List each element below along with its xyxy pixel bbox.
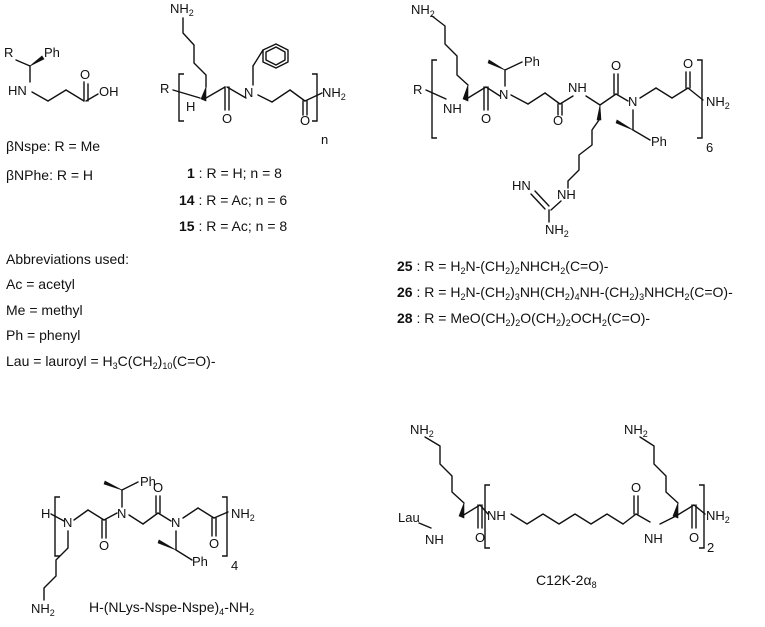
atom-R-mid: R	[160, 81, 169, 96]
atom-H-bl: H	[41, 506, 50, 521]
atom-O: O	[80, 67, 90, 82]
atom-O-c1: O	[475, 530, 485, 545]
abbrev-ac: Ac = acetyl	[6, 276, 75, 292]
compound-28: 28 : R = MeO(CH2)2O(CH2)2OCH2(C=O)-	[397, 310, 650, 328]
subscript-4: 4	[231, 558, 238, 573]
atom-NH-r1: NH	[443, 101, 462, 116]
atom-NH2-guan: NH2	[545, 222, 569, 239]
atom-NH2-bl: NH2	[31, 601, 55, 618]
atom-Ph-bl2: Ph	[192, 554, 208, 569]
atom-R: R	[4, 45, 13, 60]
abbrev-title: Abbreviations used:	[6, 251, 129, 267]
atom-NH-c2: NH	[487, 508, 506, 523]
atom-O-bl1: O	[99, 538, 109, 553]
atom-O-r3: O	[611, 58, 621, 73]
subscript-6: 6	[706, 140, 713, 155]
atom-NH2-r-top: NH2	[411, 2, 435, 19]
atom-HN: HN	[8, 83, 27, 98]
compound-list-left: 1 : R = H; n = 8 14 : R = Ac; n = 6 15 :…	[179, 165, 287, 234]
atom-HN-guan: HN	[512, 178, 531, 193]
atom-Ph-r2: Ph	[651, 134, 667, 149]
peptoid-nlys-structure: H N NH2 O N Ph O N Ph O NH2 4	[31, 474, 255, 618]
atom-N-bl2: N	[117, 506, 126, 521]
atom-N-r1: N	[499, 87, 508, 102]
compound-25: 25 : R = H2N-(CH2)2NHCH2(C=O)-	[397, 258, 609, 276]
beta-nspe-label: βNspe: R = Me	[6, 138, 100, 154]
beta-nphe-label: βNPhe: R = H	[6, 167, 93, 183]
atom-NH-c3: NH	[644, 531, 663, 546]
compound-14: 14 : R = Ac; n = 6	[179, 192, 287, 208]
compound-1: 1 : R = H; n = 8	[187, 165, 282, 181]
abbreviations-block: Abbreviations used: Ac = acetyl Me = met…	[6, 251, 216, 371]
atom-N-bl1: N	[63, 515, 72, 530]
compound-15: 15 : R = Ac; n = 8	[179, 218, 287, 234]
atom-O-c3: O	[689, 530, 699, 545]
atom-NH2-top: NH2	[170, 1, 194, 18]
atom-NH2-r-end: NH2	[706, 94, 730, 111]
atom-NH2-right: NH2	[322, 85, 346, 102]
atom-O-r4: O	[683, 56, 693, 71]
atom-O-bl3: O	[209, 536, 219, 551]
atom-NH-r2: NH	[568, 80, 587, 95]
subscript-2: 2	[707, 540, 714, 555]
atom-O-2: O	[300, 113, 310, 128]
c12k-structure: NH2 Lau NH O NH O NH NH2 O NH2 2	[398, 422, 730, 555]
subscript-n: n	[321, 132, 328, 147]
atom-R-right: R	[413, 82, 422, 97]
atom-NH2-bl-end: NH2	[231, 506, 255, 523]
atom-O-1: O	[222, 111, 232, 126]
atom-Ph: Ph	[44, 45, 60, 60]
peptoid-nlys-label: H-(NLys-Nspe-Nspe)4-NH2	[89, 599, 254, 617]
atom-O-bl2: O	[153, 480, 163, 495]
c12k-label: C12K-2α8	[536, 572, 597, 590]
peptoid-25-structure: NH2 R NH O N Ph O NH NH HN NH2	[411, 2, 730, 239]
atom-NH-c1: NH	[425, 532, 444, 547]
atom-Lau: Lau	[398, 510, 420, 525]
atom-OH: OH	[99, 84, 119, 99]
atom-O-r1: O	[481, 111, 491, 126]
compound-26: 26 : R = H2N-(CH2)3NH(CH2)4NH-(CH2)3NHCH…	[397, 284, 733, 302]
atom-NH2-c-end: NH2	[706, 508, 730, 525]
atom-H: H	[186, 99, 195, 114]
polymer-1-structure: NH2 R O N O NH2 H n	[160, 1, 346, 147]
atom-NH2-c1: NH2	[410, 422, 434, 439]
atom-Ph-bl1: Ph	[140, 474, 156, 489]
atom-Ph-r1: Ph	[524, 54, 540, 69]
atom-NH2-c2: NH2	[624, 422, 648, 439]
abbrev-ph: Ph = phenyl	[6, 327, 80, 343]
atom-N-bl3: N	[171, 515, 180, 530]
compound-list-right: 25 : R = H2N-(CH2)2NHCH2(C=O)- 26 : R = …	[397, 258, 733, 328]
abbrev-me: Me = methyl	[6, 302, 83, 318]
atom-O-r2: O	[553, 113, 563, 128]
beta-nspe-structure: R Ph HN O OH	[4, 45, 119, 102]
atom-N-1: N	[244, 85, 253, 100]
atom-NH-guan: NH	[557, 187, 576, 202]
atom-O-c2: O	[631, 480, 641, 495]
atom-N-r2: N	[628, 94, 637, 109]
abbrev-lau: Lau = lauroyl = H3C(CH2)10(C=O)-	[6, 353, 216, 371]
